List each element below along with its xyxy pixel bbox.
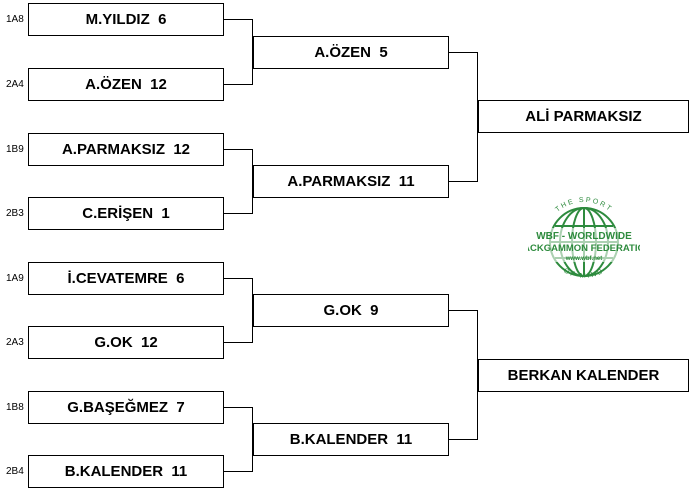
connector-line <box>224 19 252 20</box>
connector-line <box>477 52 478 182</box>
round2-match-box: A.PARMAKSIZ 11 <box>253 165 449 198</box>
round2-match-box: B.KALENDER 11 <box>253 423 449 456</box>
connector-line <box>449 310 477 311</box>
round1-match-box: C.ERİŞEN 1 <box>28 197 224 230</box>
connector-line <box>224 342 252 343</box>
connector-line <box>449 439 477 440</box>
seed-label: 2B4 <box>6 466 24 477</box>
connector-line <box>449 52 477 53</box>
connector-line <box>252 407 253 472</box>
logo-url: www.wbf.net <box>565 256 602 262</box>
connector-line <box>477 310 478 440</box>
round1-match-box: G.OK 12 <box>28 326 224 359</box>
seed-label: 1A8 <box>6 14 24 25</box>
wbf-logo: THE SPORT WBF - WORLDWIDE BACKGAMMON FED… <box>528 197 640 280</box>
seed-label: 1B8 <box>6 402 24 413</box>
connector-line <box>224 84 252 85</box>
round1-match-box: A.PARMAKSIZ 12 <box>28 133 224 166</box>
seed-label: 2A3 <box>6 337 24 348</box>
round2-match-box: A.ÖZEN 5 <box>253 36 449 69</box>
connector-line <box>224 278 252 279</box>
connector-line <box>224 149 252 150</box>
round1-match-box: İ.CEVATEMRE 6 <box>28 262 224 295</box>
round2-match-box: G.OK 9 <box>253 294 449 327</box>
round1-match-box: G.BAŞEĞMEZ 7 <box>28 391 224 424</box>
round3-winner-box: BERKAN KALENDER <box>478 359 689 392</box>
round3-winner-box: ALİ PARMAKSIZ <box>478 100 689 133</box>
seed-label: 2B3 <box>6 208 24 219</box>
seed-label: 1B9 <box>6 144 24 155</box>
connector-line <box>252 149 253 214</box>
round1-match-box: A.ÖZEN 12 <box>28 68 224 101</box>
round1-match-box: B.KALENDER 11 <box>28 455 224 488</box>
connector-line <box>449 181 477 182</box>
round1-match-box: M.YILDIZ 6 <box>28 3 224 36</box>
connector-line <box>224 213 252 214</box>
logo-line1: WBF - WORLDWIDE <box>536 231 632 242</box>
connector-line <box>252 19 253 85</box>
seed-label: 2A4 <box>6 79 24 90</box>
seed-label: 1A9 <box>6 273 24 284</box>
connector-line <box>224 407 252 408</box>
logo-line2: BACKGAMMON FEDERATION <box>528 243 640 254</box>
connector-line <box>252 278 253 343</box>
connector-line <box>224 471 252 472</box>
